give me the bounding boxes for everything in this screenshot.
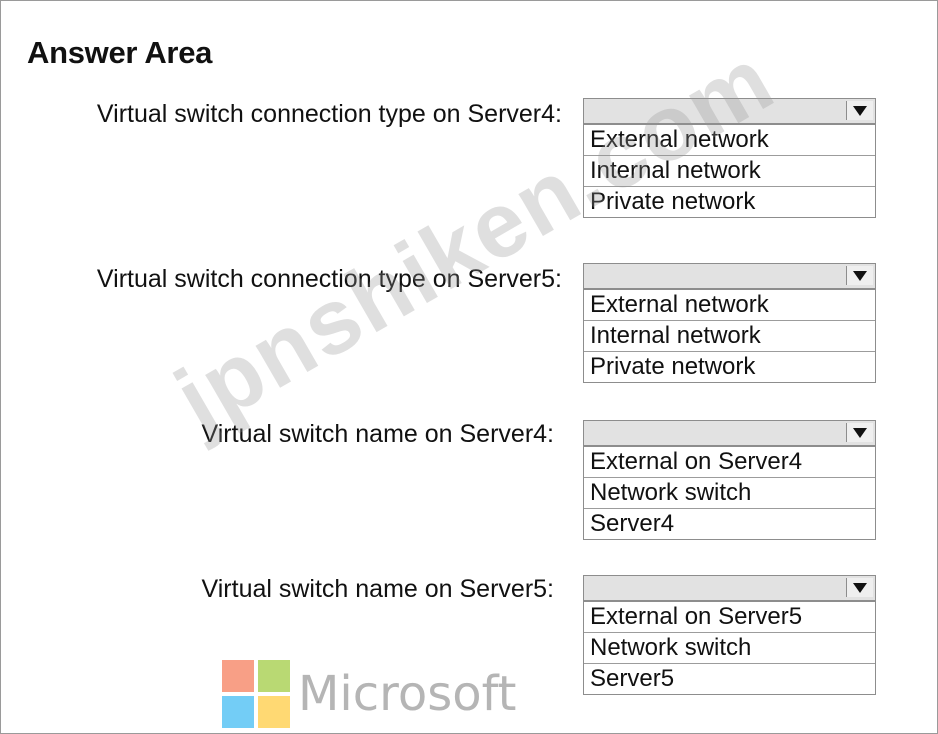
dropdown-option[interactable]: Network switch [584,632,875,663]
microsoft-logo: Microsoft [222,660,516,728]
row-label-switch-name-server5: Virtual switch name on Server5: [201,575,554,603]
dropdown-switch-name-server5[interactable]: External on Server5 Network switch Serve… [583,575,876,695]
chevron-down-icon[interactable] [846,266,873,285]
dropdown-option[interactable]: External on Server4 [584,446,875,477]
logo-square-red [222,660,254,692]
dropdown-connection-type-server4[interactable]: External network Internal network Privat… [583,98,876,218]
row-label-connection-type-server5: Virtual switch connection type on Server… [96,265,562,293]
dropdown-option[interactable]: Private network [584,186,875,217]
chevron-down-icon[interactable] [846,578,873,597]
dropdown-selected-area[interactable] [583,420,876,446]
row-label-connection-type-server4: Virtual switch connection type on Server… [96,100,562,128]
logo-square-yellow [258,696,290,728]
answer-area-title: Answer Area [27,35,213,70]
dropdown-options: External on Server4 Network switch Serve… [583,446,876,540]
dropdown-options: External on Server5 Network switch Serve… [583,601,876,695]
dropdown-selected-area[interactable] [583,263,876,289]
dropdown-option[interactable]: Server4 [584,508,875,539]
dropdown-connection-type-server5[interactable]: External network Internal network Privat… [583,263,876,383]
dropdown-option[interactable]: Internal network [584,320,875,351]
dropdown-option[interactable]: Server5 [584,663,875,694]
row-label-switch-name-server4: Virtual switch name on Server4: [201,420,554,448]
dropdown-options: External network Internal network Privat… [583,124,876,218]
logo-square-green [258,660,290,692]
dropdown-option[interactable]: External network [584,124,875,155]
dropdown-option[interactable]: External network [584,289,875,320]
dropdown-option[interactable]: Network switch [584,477,875,508]
dropdown-option[interactable]: Internal network [584,155,875,186]
microsoft-logo-icon [222,660,290,728]
dropdown-switch-name-server4[interactable]: External on Server4 Network switch Serve… [583,420,876,540]
dropdown-options: External network Internal network Privat… [583,289,876,383]
microsoft-wordmark: Microsoft [298,666,517,722]
dropdown-selected-area[interactable] [583,98,876,124]
dropdown-selected-area[interactable] [583,575,876,601]
dropdown-option[interactable]: External on Server5 [584,601,875,632]
chevron-down-icon[interactable] [846,101,873,120]
dropdown-option[interactable]: Private network [584,351,875,382]
chevron-down-icon[interactable] [846,423,873,442]
logo-square-blue [222,696,254,728]
